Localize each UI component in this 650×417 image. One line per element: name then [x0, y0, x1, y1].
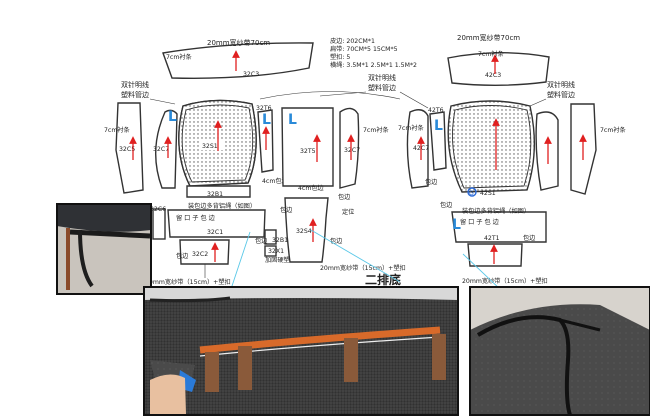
label-wrap-edge-6: 包边	[425, 178, 438, 186]
part-42c5	[570, 103, 597, 195]
label-wrap-edge-7: 包边	[440, 201, 453, 209]
part-32b1: 32B1	[264, 229, 288, 245]
part-label-32c1: 32C1	[207, 229, 223, 236]
label-bottom-band-mid: 20mm宽纱带（15cm）+塑扣	[320, 264, 406, 272]
leader-line	[529, 98, 547, 107]
part-42b1	[467, 243, 523, 267]
page-title: 二排底	[365, 272, 401, 287]
part-32c1: 装包边多背铝绳（如图） 留 口 子 包 边 32C1	[167, 202, 266, 238]
label-wrap-edge-4: 包边	[280, 206, 293, 214]
label-top-right-strip: 7cm衬条	[478, 50, 504, 58]
label-double-stitch-mid: 双针明线	[368, 73, 396, 82]
label-wrap-edge-8: 包边	[523, 234, 536, 242]
callout-line	[310, 229, 401, 283]
label-gap-note-left: 留 口 子 包 边	[176, 214, 216, 222]
photo-main-closeup	[143, 286, 459, 416]
label-edge-cover-right: 塑料管边	[547, 90, 575, 99]
part-label-32x1: 32X1	[268, 248, 284, 255]
label-edge-cover-left: 塑料管边	[121, 90, 149, 99]
label-g: G	[469, 190, 474, 197]
label-edge-mesh-note-left: 装包边多背铝绳（如图）	[188, 202, 256, 210]
part-label-42c3: 42C3	[485, 72, 501, 79]
part-32c5: 32C5	[115, 102, 144, 194]
photo-right-leather	[469, 286, 650, 416]
part-32c7-left: 32C7	[153, 109, 178, 189]
label-wrap-edge-left: 包边	[176, 252, 189, 260]
part-32s4: 32S4	[284, 197, 329, 263]
part-label-bg	[201, 141, 223, 150]
spec-list: 皮边: 202CM*1 扁带: 70CM*5 15CM*5 塑扣: 5 横绳: …	[330, 37, 417, 69]
label-wrap-edge-3: 包边	[338, 193, 351, 201]
part-42s1: 42S1	[447, 100, 536, 197]
part-32c2: 32C2	[179, 239, 230, 265]
part-label-32c5: 32C5	[119, 146, 135, 153]
label-l-4: L	[434, 118, 443, 134]
part-32c6: 32C6	[150, 206, 166, 240]
part-label-42s1: 42S1	[480, 190, 496, 197]
label-side-strip-right-b: 7cm衬条	[600, 126, 626, 134]
spec-line-1: 皮边: 202CM*1	[330, 37, 375, 45]
label-band-4cm: 4cm包边	[262, 177, 289, 185]
part-label-32c3: 32C3	[243, 71, 259, 78]
label-top-right-band: 20mm宽纱带70cm	[457, 33, 520, 42]
part-label-32s1: 32S1	[202, 143, 218, 150]
part-label-32b1: 32B1	[272, 237, 288, 244]
label-edge-cover-mid: 塑料管边	[368, 83, 396, 92]
label-bottom-band-right: 20mm宽纱带（15cm）+塑扣	[462, 277, 548, 285]
part-32t5: 32T5	[281, 107, 334, 187]
part-label-32t5: 32T5	[300, 148, 316, 155]
label-wrap-edge-5: 包边	[330, 237, 343, 245]
label-band-4cm-2: 4cm包边	[298, 184, 325, 192]
part-label-32t6: 32T6	[256, 105, 272, 112]
spec-line-3: 塑扣: 5	[330, 53, 350, 61]
label-gap-note-right: 留 口 子 包 边	[460, 218, 500, 226]
part-label-32b1-top: 32B1	[207, 191, 223, 198]
callout-line	[229, 231, 251, 293]
label-l-1: L	[168, 109, 177, 125]
part-32t6: 32T6	[256, 105, 274, 173]
label-double-stitch-right: 双针明线	[547, 80, 575, 89]
part-label-32c6: 32C6	[150, 206, 166, 213]
label-double-stitch-left: 双针明线	[121, 80, 149, 89]
label-wrap-edge-2: 包边	[255, 237, 268, 245]
leader-line	[149, 98, 176, 105]
part-42c3: 42C3	[447, 52, 550, 86]
label-bottom-band-left: 20mm宽纱带（15cm）+塑扣	[145, 278, 231, 286]
part-42t6: 42T6	[428, 107, 447, 171]
leader-line	[259, 91, 401, 100]
label-side-strip-left: 7cm衬条	[104, 126, 130, 134]
part-32c3: 32C3	[162, 42, 314, 79]
label-l-2: L	[262, 112, 271, 128]
part-label-32c7-mid: 32C7	[344, 147, 360, 154]
part-42t1: 装包边多背铝绳（如图） 留 口 子 包 边 42T1	[451, 207, 547, 243]
marker-g-circle	[467, 187, 477, 197]
label-l-3: L	[288, 112, 297, 128]
label-edge-mesh-note-right: 装包边多背铝绳（如图）	[462, 207, 530, 215]
label-side-strip-right-a: 7cm衬条	[398, 124, 424, 132]
part-42c7: 42C7	[406, 109, 429, 189]
part-label-32c2: 32C2	[192, 251, 208, 258]
part-label-32s4: 32S4	[296, 228, 312, 235]
part-label-32c7: 32C7	[153, 146, 169, 153]
label-l-6: L	[452, 217, 461, 233]
photo-small-corner	[56, 203, 152, 295]
part-42c5-inner	[535, 111, 559, 191]
part-label-42t1: 42T1	[484, 235, 500, 242]
part-label-42t6: 42T6	[428, 107, 444, 114]
label-positioning: 定位	[342, 208, 354, 216]
spec-line-2: 扁带: 70CM*5 15CM*5	[330, 45, 398, 53]
label-hard-board-note: 加固硬塑和单皮	[265, 256, 308, 264]
part-32c7-mid: 32C7	[339, 107, 360, 189]
label-side-strip-mid: 7cm衬条	[363, 126, 389, 134]
part-32x1: 32X1	[264, 245, 284, 257]
label-top-left-strip: 7cm衬条	[166, 53, 192, 61]
spec-line-4: 横绳: 3.5M*1 2.5M*1 1.5M*2	[330, 61, 417, 69]
part-32s1: 32S1 32B1	[178, 99, 257, 198]
label-top-left-band: 20mm宽纱带70cm	[207, 38, 270, 47]
